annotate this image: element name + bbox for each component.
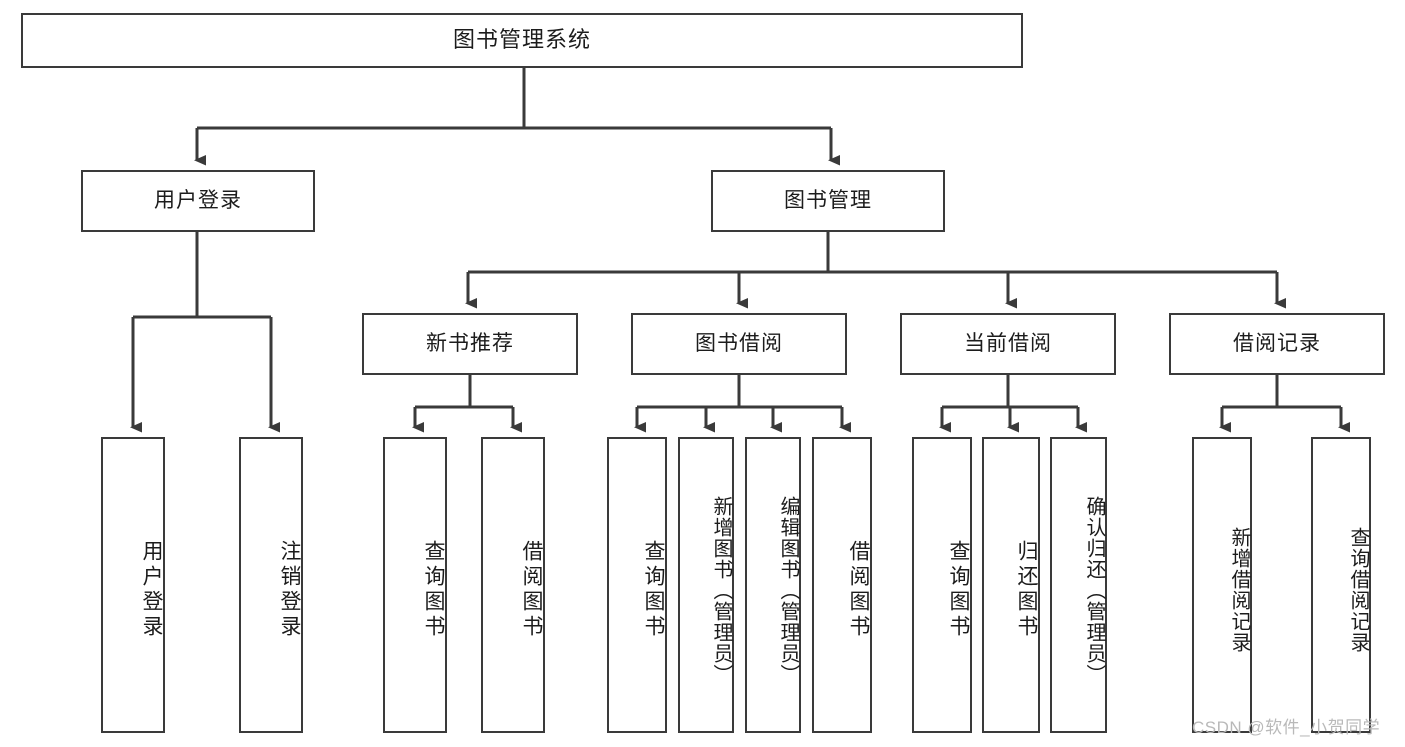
leaf-current-query-book[interactable]: 查询图书 [912, 437, 972, 733]
node-label: 新增图书（管理员） [710, 495, 732, 685]
node-label: 查询图书 [422, 540, 445, 640]
node-book-management[interactable]: 图书管理 [711, 170, 945, 232]
node-label: 查询图书 [947, 540, 970, 640]
leaf-current-return-book[interactable]: 归还图书 [982, 437, 1040, 733]
csdn-watermark: CSDN @软件_小贺同学 [1192, 718, 1381, 737]
leaf-user-login-signout[interactable]: 注销登录 [239, 437, 303, 733]
node-label: 借阅图书 [520, 540, 543, 640]
node-label: 用户登录 [140, 540, 163, 640]
node-label: 新书推荐 [426, 332, 514, 356]
node-label: 当前借阅 [964, 332, 1052, 356]
node-user-login[interactable]: 用户登录 [81, 170, 315, 232]
node-label: 查询图书 [642, 540, 665, 640]
node-label: 查询借阅记录 [1347, 527, 1369, 653]
node-label: 编辑图书（管理员） [777, 495, 799, 685]
node-label: 借阅图书 [847, 540, 870, 640]
leaf-record-add-borrow-record[interactable]: 新增借阅记录 [1192, 437, 1252, 733]
node-label: 借阅记录 [1233, 332, 1321, 356]
node-label: 图书管理 [784, 189, 872, 213]
node-label: 归还图书 [1015, 540, 1038, 640]
node-label: 图书借阅 [695, 332, 783, 356]
leaf-borrow-query-book[interactable]: 查询图书 [607, 437, 667, 733]
node-current-borrow[interactable]: 当前借阅 [900, 313, 1116, 375]
node-label: 用户登录 [154, 189, 242, 213]
node-book-borrow[interactable]: 图书借阅 [631, 313, 847, 375]
node-label: 注销登录 [278, 540, 301, 640]
node-root-book-management-system[interactable]: 图书管理系统 [21, 13, 1023, 68]
leaf-borrow-borrow-book[interactable]: 借阅图书 [812, 437, 872, 733]
node-label: 图书管理系统 [452, 27, 591, 53]
leaf-borrow-edit-book-admin[interactable]: 编辑图书（管理员） [745, 437, 801, 733]
leaf-user-login-signin[interactable]: 用户登录 [101, 437, 165, 733]
leaf-borrow-add-book-admin[interactable]: 新增图书（管理员） [678, 437, 734, 733]
node-label: 确认归还（管理员） [1083, 495, 1105, 685]
leaf-current-confirm-return-admin[interactable]: 确认归还（管理员） [1050, 437, 1107, 733]
leaf-recommend-query-book[interactable]: 查询图书 [383, 437, 447, 733]
node-new-book-recommend[interactable]: 新书推荐 [362, 313, 578, 375]
leaf-recommend-borrow-book[interactable]: 借阅图书 [481, 437, 545, 733]
node-label: 新增借阅记录 [1228, 527, 1250, 653]
leaf-record-query-borrow-record[interactable]: 查询借阅记录 [1311, 437, 1371, 733]
node-borrow-record[interactable]: 借阅记录 [1169, 313, 1385, 375]
